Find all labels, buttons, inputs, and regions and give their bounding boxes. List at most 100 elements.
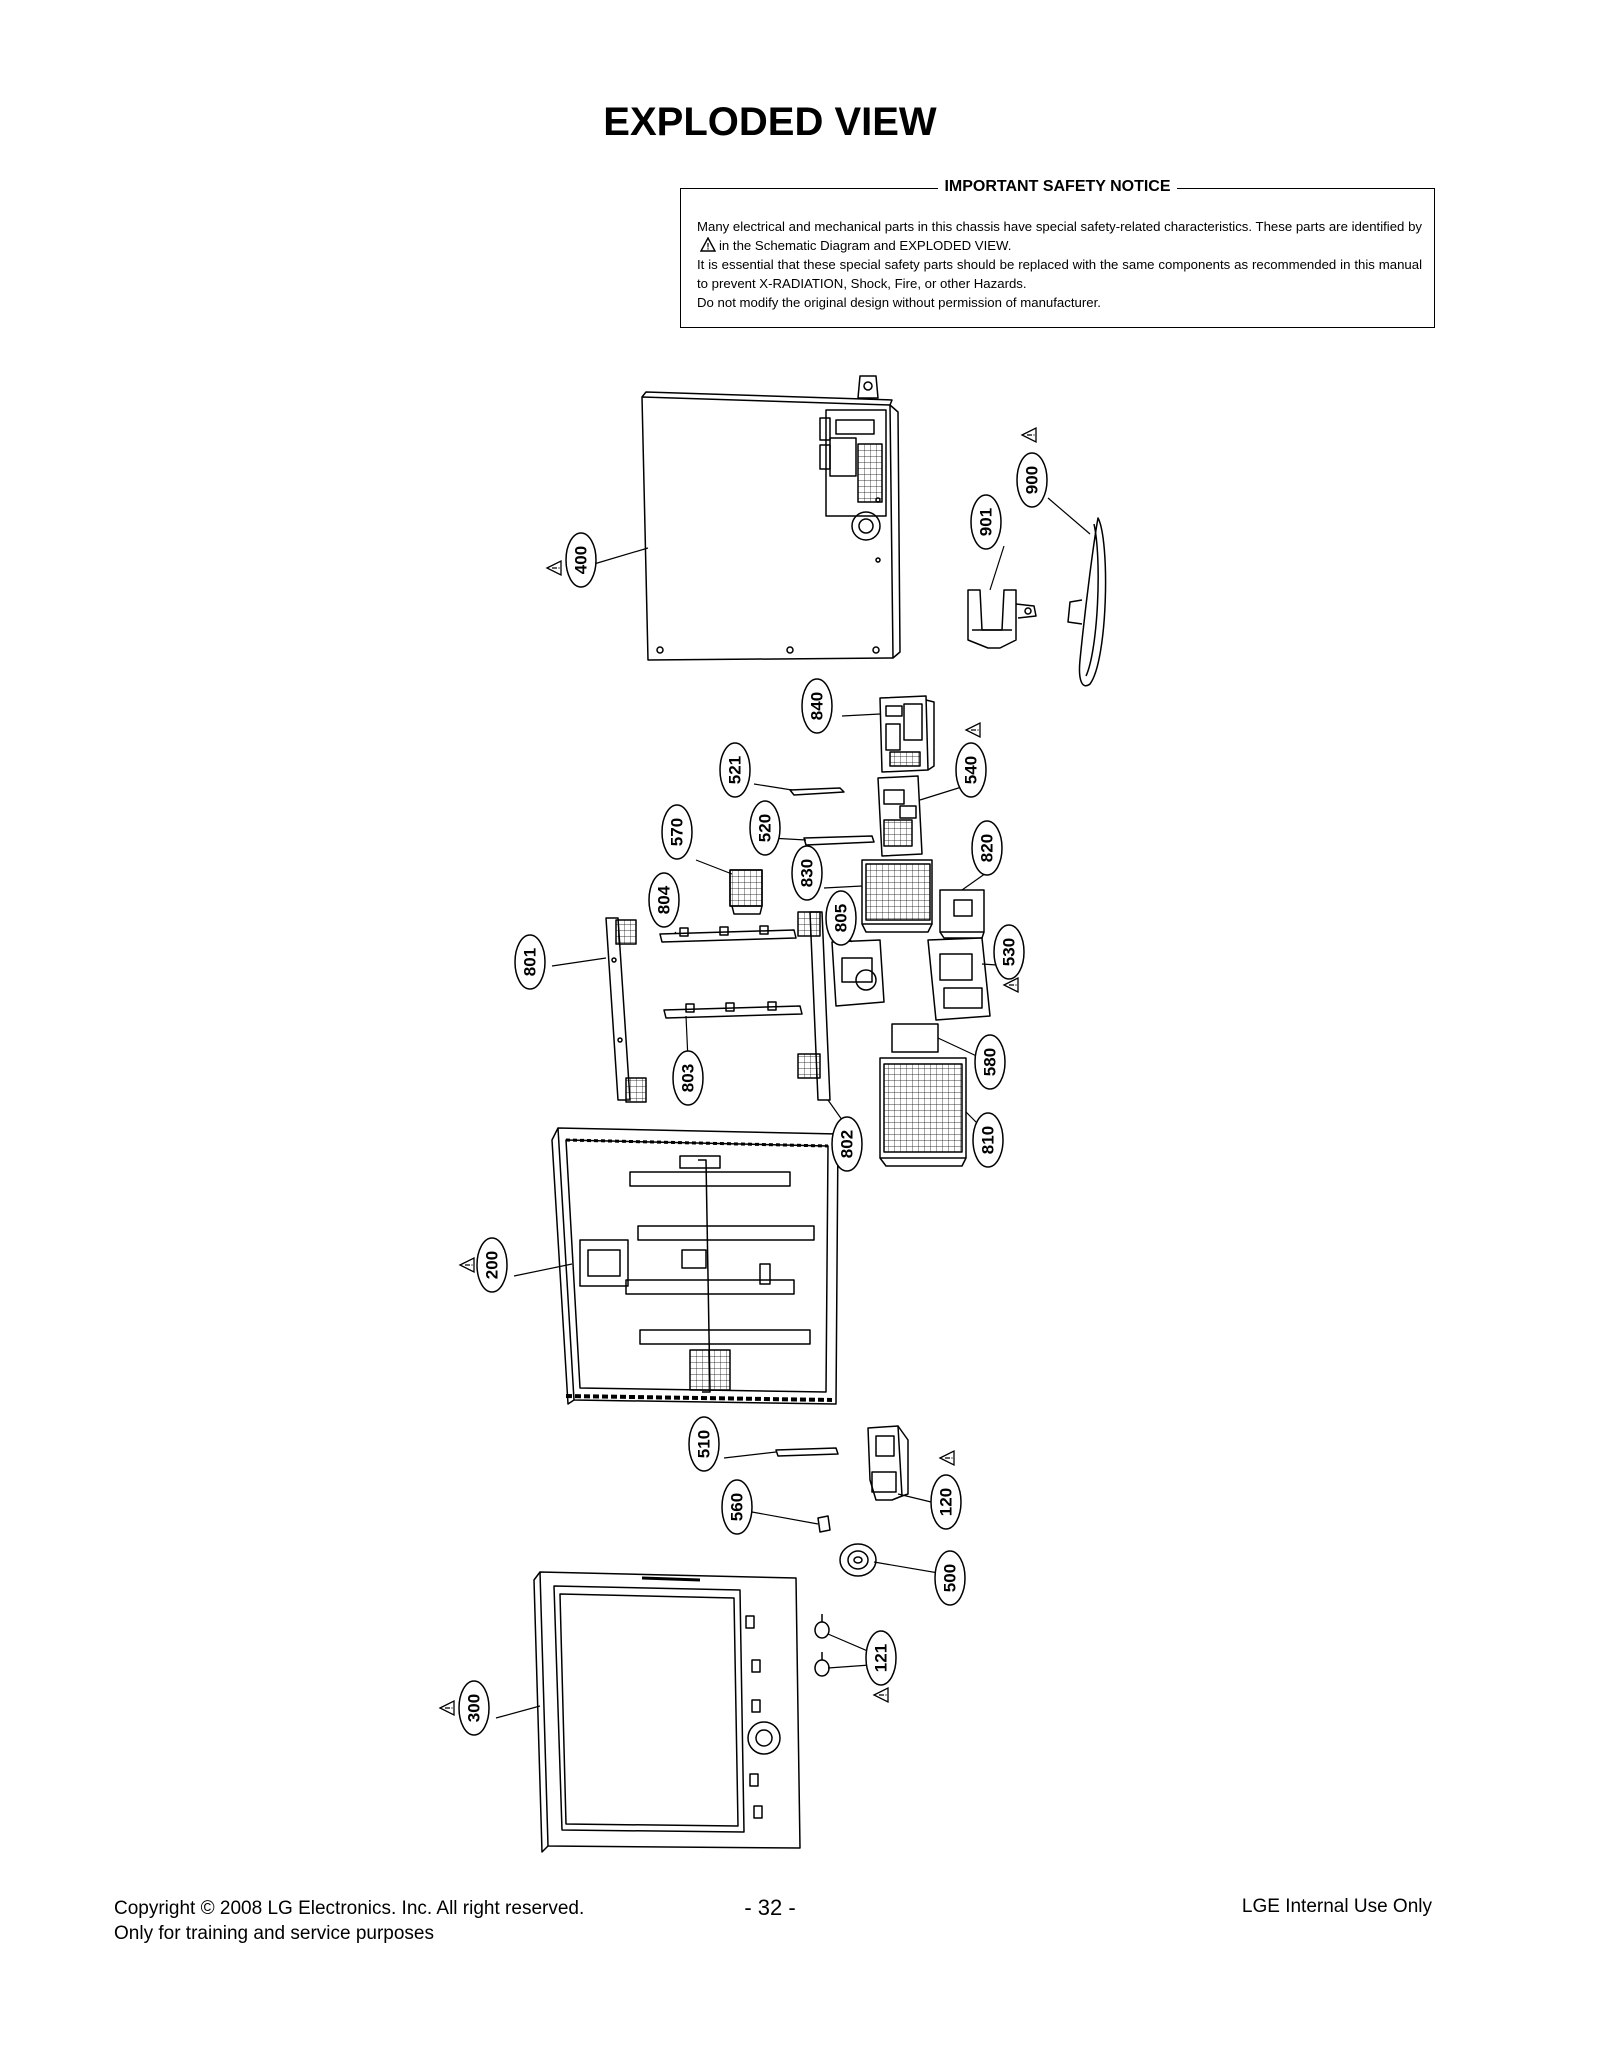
footer-internal-use: LGE Internal Use Only <box>1241 1896 1432 1917</box>
part-number-580: 580 <box>981 1048 1000 1076</box>
part-label-830: 830 <box>791 845 823 901</box>
part-number-121: 121 <box>872 1644 891 1672</box>
notice-line-3: Do not modify the original design withou… <box>697 295 1101 310</box>
part-number-510: 510 <box>695 1430 714 1458</box>
bracket-801-part <box>605 917 647 1103</box>
speaker-500-part <box>839 1543 877 1577</box>
part-number-801: 801 <box>521 948 540 976</box>
small-board-520 <box>803 835 875 846</box>
part-number-521: 521 <box>726 756 745 784</box>
part-number-530: 530 <box>1000 938 1019 966</box>
leader-lines <box>495 497 1091 1719</box>
copyright-year: 2008 <box>219 1898 263 1919</box>
shield-830-part <box>861 859 933 933</box>
stand-neck-part <box>967 589 1037 649</box>
part-label-520: 520 <box>749 800 781 856</box>
part-label-820: 820 <box>971 820 1003 876</box>
part-number-901: 901 <box>977 508 996 536</box>
safety-notice-heading: IMPORTANT SAFETY NOTICE <box>938 178 1177 195</box>
stand-base-part <box>1067 517 1107 687</box>
part-number-300: 300 <box>465 1694 484 1722</box>
warning-triangle-icon <box>545 559 562 577</box>
part-label-560: 560 <box>721 1479 753 1535</box>
copyright-prefix: Copyright <box>114 1898 196 1919</box>
part-number-820: 820 <box>978 834 997 862</box>
copyright-symbol: © <box>200 1898 215 1919</box>
connector-121-part <box>814 1614 830 1677</box>
warning-triangle-icon <box>458 1256 475 1274</box>
svg-text:!: ! <box>707 242 710 252</box>
main-board-part <box>879 695 935 773</box>
notice-line-1b: in the Schematic Diagram and EXPLODED VI… <box>719 238 1012 253</box>
bracket-805-part <box>831 939 885 1007</box>
board-820-part <box>939 889 985 939</box>
part-label-121: 121 <box>865 1630 897 1686</box>
warning-triangle-icon <box>964 721 981 739</box>
part-560 <box>817 1515 831 1533</box>
part-label-840: 840 <box>801 678 833 734</box>
part-number-200: 200 <box>483 1251 502 1279</box>
part-number-805: 805 <box>832 904 851 932</box>
warning-triangle-icon <box>938 1449 955 1467</box>
part-label-300: 300 <box>458 1680 490 1736</box>
front-cabinet-part <box>533 1571 801 1853</box>
bracket-802-part <box>797 911 831 1101</box>
part-number-802: 802 <box>838 1130 857 1158</box>
warning-triangle-icon <box>438 1699 455 1717</box>
footer-copyright: Copyright © 2008 LG Electronics. Inc. Al… <box>114 1896 584 1946</box>
part-number-830: 830 <box>798 859 817 887</box>
block-570-part <box>729 869 763 915</box>
part-label-521: 521 <box>719 742 751 798</box>
copyright-company: LG Electronics. Inc. All right reserved. <box>267 1898 585 1919</box>
part-label-570: 570 <box>661 804 693 860</box>
part-number-520: 520 <box>756 814 775 842</box>
part-number-810: 810 <box>979 1126 998 1154</box>
part-number-120: 120 <box>937 1488 956 1516</box>
page-title: EXPLODED VIEW <box>603 100 937 144</box>
warning-triangle-icon: ! <box>700 237 716 252</box>
rail-804-part <box>659 925 797 943</box>
board-530-part <box>927 937 991 1021</box>
warning-triangle-icon <box>1020 426 1037 444</box>
footer-training-note: Only for training and service purposes <box>114 1923 434 1944</box>
chassis-frame-part <box>551 1127 839 1405</box>
part-number-500: 500 <box>941 1564 960 1592</box>
part-label-804: 804 <box>648 872 680 928</box>
part-number-840: 840 <box>808 692 827 720</box>
back-cover-part <box>641 375 901 661</box>
power-board-part <box>877 775 923 857</box>
part-label-580: 580 <box>974 1034 1006 1090</box>
shield-810-part <box>879 1057 967 1167</box>
sheet-580-part <box>891 1023 939 1053</box>
part-number-570: 570 <box>668 818 687 846</box>
board-510-part <box>775 1447 839 1457</box>
safety-notice-box: IMPORTANT SAFETY NOTICE Many electrical … <box>680 178 1435 328</box>
notice-line-2: It is essential that these special safet… <box>697 257 1422 291</box>
part-label-805: 805 <box>825 890 857 946</box>
part-label-120: 120 <box>930 1474 962 1530</box>
part-number-804: 804 <box>655 885 674 914</box>
part-label-810: 810 <box>972 1112 1004 1168</box>
page-number: - 32 - <box>744 1895 796 1920</box>
part-label-803: 803 <box>672 1050 704 1106</box>
part-label-900: 900 <box>1016 452 1048 508</box>
safety-notice-text: Many electrical and mechanical parts in … <box>697 217 1422 312</box>
notice-line-1a: Many electrical and mechanical parts in … <box>697 219 1422 234</box>
part-label-510: 510 <box>688 1416 720 1472</box>
part-label-802: 802 <box>831 1116 863 1172</box>
part-number-400: 400 <box>572 546 591 574</box>
part-number-900: 900 <box>1023 466 1042 494</box>
part-label-901: 901 <box>970 494 1002 550</box>
part-label-500: 500 <box>934 1550 966 1606</box>
warning-triangle-icon <box>1002 976 1019 994</box>
part-label-400: 400 <box>565 532 597 588</box>
bracket-120-part <box>867 1425 909 1501</box>
part-label-530: 530 <box>993 924 1025 980</box>
part-label-200: 200 <box>476 1237 508 1293</box>
part-number-540: 540 <box>962 756 981 784</box>
part-label-801: 801 <box>514 934 546 990</box>
part-labels: 400 900 901 840 540 521 520 570 830 820 804 805 530 8… <box>438 426 1048 1736</box>
warning-triangle-icon <box>872 1686 889 1704</box>
part-number-560: 560 <box>728 1493 747 1521</box>
